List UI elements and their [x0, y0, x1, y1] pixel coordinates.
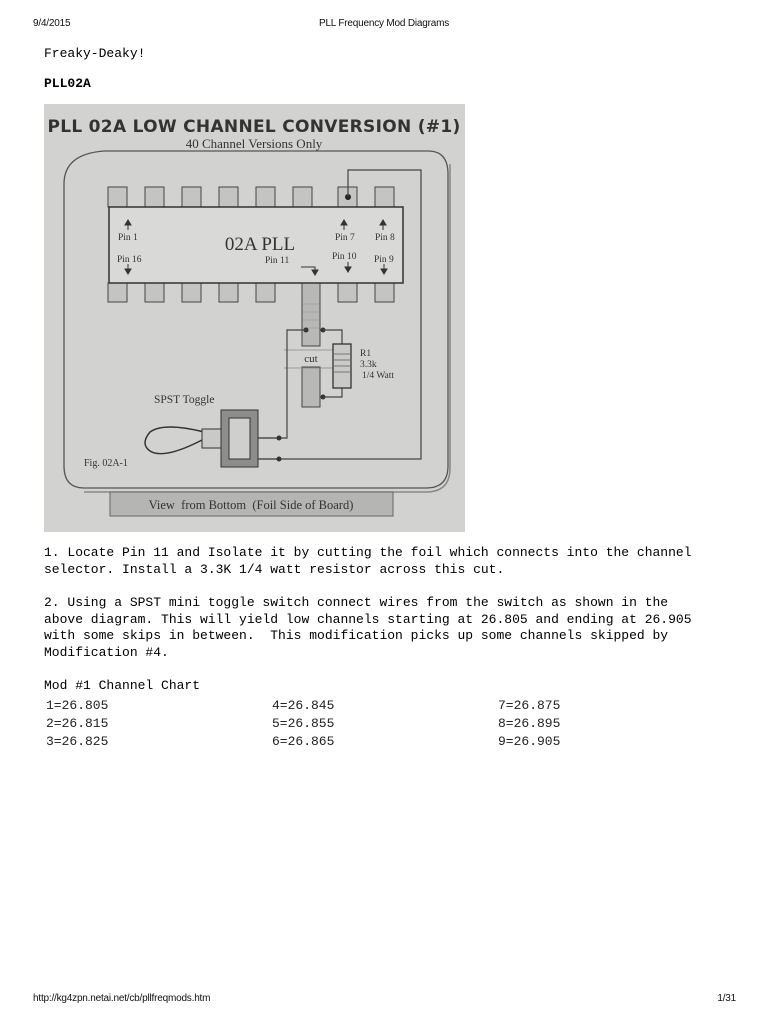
channel-entry: 6=26.865 — [272, 734, 335, 749]
print-date: 9/4/2015 — [33, 18, 71, 29]
chip-label: 02A PLL — [225, 234, 295, 255]
channel-chart-row: 3=26.825 6=26.865 9=26.905 — [46, 733, 606, 751]
figure-caption: View from Bottom (Foil Side of Board) — [149, 498, 354, 512]
toggle-label: SPST Toggle — [154, 394, 214, 406]
channel-entry: 8=26.895 — [498, 716, 561, 731]
channel-chart-row: 2=26.815 5=26.855 8=26.895 — [46, 715, 606, 733]
page-number: 1/31 — [717, 993, 736, 1004]
pin-11-label: Pin 11 — [265, 256, 289, 266]
channel-chart: 1=26.805 4=26.845 7=26.875 2=26.815 5=26… — [46, 697, 606, 751]
channel-entry: 7=26.875 — [498, 698, 561, 713]
svg-text:R1: R1 — [360, 349, 371, 359]
pin-1-label: Pin 1 — [118, 233, 138, 243]
wiring-diagram: PLL 02A LOW CHANNEL CONVERSION (#1) 40 C… — [44, 104, 465, 532]
pin-7-label: Pin 7 — [335, 233, 355, 243]
section-title: PLL02A — [44, 76, 91, 91]
intro-text: Freaky-Deaky! — [44, 46, 146, 61]
channel-entry: 3=26.825 — [46, 734, 109, 749]
channel-chart-row: 1=26.805 4=26.845 7=26.875 — [46, 697, 606, 715]
svg-text:3.3k: 3.3k — [360, 360, 377, 370]
diagram-subtitle: 40 Channel Versions Only — [186, 136, 323, 151]
instruction-step-1: 1. Locate Pin 11 and Isolate it by cutti… — [44, 545, 692, 577]
figure-label: Fig. 02A-1 — [84, 458, 128, 469]
svg-text:1/4 Watt: 1/4 Watt — [362, 371, 394, 381]
resistor-label: R1 3.3k 1/4 Watt — [360, 349, 394, 381]
pin-10-label: Pin 10 — [332, 252, 357, 262]
channel-entry: 5=26.855 — [272, 716, 335, 731]
cut-label: cut — [304, 353, 317, 365]
pin-16-label: Pin 16 — [117, 255, 142, 265]
instruction-step-2: 2. Using a SPST mini toggle switch conne… — [44, 595, 692, 660]
channel-entry: 2=26.815 — [46, 716, 109, 731]
print-header-title: PLL Frequency Mod Diagrams — [318, 18, 450, 29]
pin-8-label: Pin 8 — [375, 233, 395, 243]
pin-9-label: Pin 9 — [374, 255, 394, 265]
channel-entry: 1=26.805 — [46, 698, 109, 713]
channel-chart-title: Mod #1 Channel Chart — [44, 678, 201, 693]
channel-entry: 4=26.845 — [272, 698, 335, 713]
channel-entry: 9=26.905 — [498, 734, 561, 749]
print-footer-url: http://kg4zpn.netai.net/cb/pllfreqmods.h… — [33, 993, 211, 1004]
diagram-title: PLL 02A LOW CHANNEL CONVERSION (#1) — [47, 117, 460, 137]
